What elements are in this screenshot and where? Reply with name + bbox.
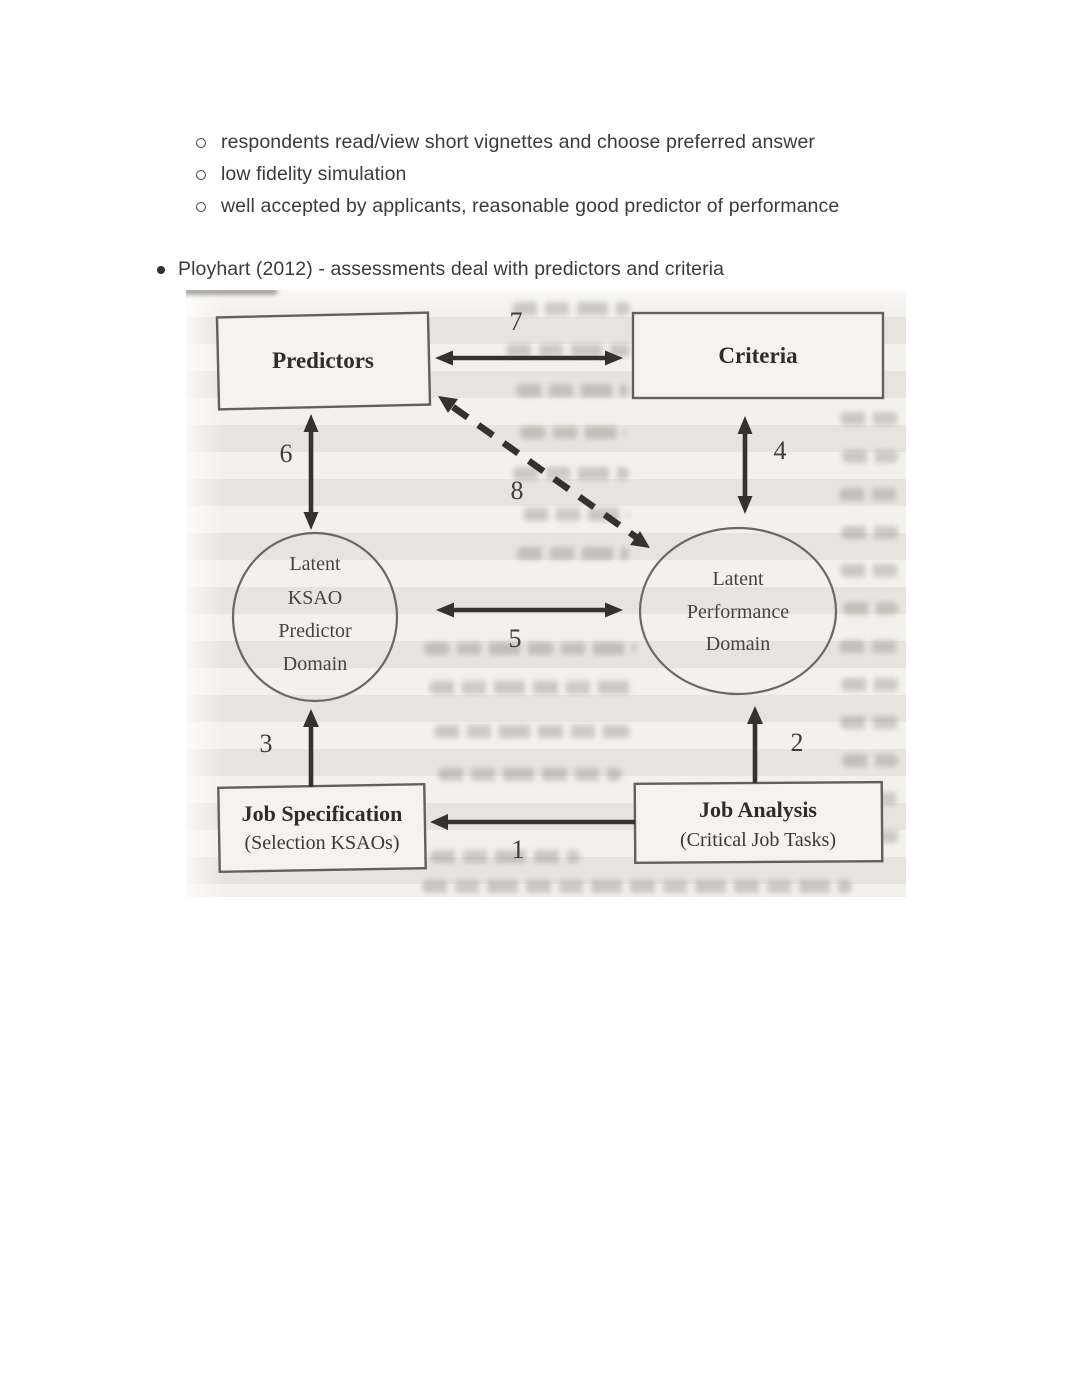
latent-ksao-line1: Latent: [289, 553, 341, 575]
bleedthrough-line: [839, 640, 901, 653]
arrow-label-5: 5: [509, 624, 522, 653]
bleedthrough-line: [520, 426, 626, 439]
bleedthrough-line: [839, 488, 901, 501]
scan-smudge: [186, 290, 278, 295]
arrow-label-3: 3: [260, 729, 273, 758]
bleedthrough-line: [429, 681, 634, 694]
open-circle-bullet-icon: [196, 170, 206, 180]
latent-performance-circle: Latent Performance Domain: [638, 526, 838, 696]
bleedthrough-line: [430, 850, 580, 863]
arrow-3: [303, 709, 319, 787]
arrow-label-6: 6: [280, 439, 293, 468]
bleedthrough-line: [840, 412, 900, 425]
arrow-label-1: 1: [512, 835, 525, 864]
list-item-text: respondents read/view short vignettes an…: [221, 131, 816, 153]
latent-performance-line3: Domain: [706, 633, 770, 655]
latent-ksao-line2: KSAO: [288, 587, 342, 609]
dashed-arrow-8: [438, 396, 650, 548]
predictors-box: Predictors: [215, 311, 432, 411]
list-item-text: well accepted by applicants, reasonable …: [221, 195, 840, 217]
bleedthrough-line: [434, 725, 630, 738]
bleedthrough-line: [842, 450, 898, 463]
arrow-label-8: 8: [511, 476, 524, 505]
bleedthrough-line: [841, 526, 899, 539]
diagram-svg: Predictors Criteria Job Specification (S…: [215, 307, 885, 874]
arrow-label-4: 4: [774, 436, 787, 465]
bleedthrough-line: [840, 564, 900, 577]
bleedthrough-line: [523, 508, 629, 521]
latent-ksao-circle: Latent KSAO Predictor Domain: [231, 531, 399, 703]
job-analysis-box: Job Analysis (Critical Job Tasks): [633, 780, 884, 865]
latent-performance-line2: Performance: [687, 601, 789, 623]
arrow-6: [303, 414, 319, 530]
job-specification-box: Job Specification (Selection KSAOs): [217, 782, 427, 874]
arrow-7: [435, 350, 623, 366]
job-specification-sublabel: (Selection KSAOs): [245, 832, 400, 854]
bleedthrough-line: [841, 678, 899, 691]
list-item: low fidelity simulation: [196, 163, 406, 186]
job-analysis-sublabel: (Critical Job Tasks): [680, 829, 836, 851]
filled-bullet-icon: [157, 266, 165, 274]
list-item-text: Ployhart (2012) - assessments deal with …: [178, 258, 725, 280]
arrow-label-2: 2: [791, 728, 804, 757]
open-circle-bullet-icon: [196, 202, 206, 212]
bleedthrough-line: [424, 642, 636, 655]
job-analysis-label: Job Analysis: [699, 797, 817, 822]
arrow-4: [737, 416, 753, 514]
predictors-box-label: Predictors: [272, 348, 374, 373]
criteria-box: Criteria: [631, 311, 885, 400]
arrow-1: [430, 814, 635, 830]
arrow-2: [747, 706, 763, 783]
latent-ksao-line4: Domain: [283, 653, 347, 675]
list-item: respondents read/view short vignettes an…: [196, 131, 815, 154]
bleedthrough-line: [516, 384, 628, 397]
list-item: Ployhart (2012) - assessments deal with …: [157, 258, 724, 281]
bleedthrough-line: [512, 302, 630, 315]
latent-performance-line1: Latent: [712, 568, 764, 590]
bleedthrough-line: [506, 344, 630, 357]
arrow-label-7: 7: [510, 307, 523, 336]
bleedthrough-line: [843, 602, 898, 615]
bleedthrough-line: [438, 768, 622, 781]
bleedthrough-line: [422, 880, 852, 893]
list-item: well accepted by applicants, reasonable …: [196, 195, 839, 218]
bleedthrough-line: [517, 547, 629, 560]
bleedthrough-line: [842, 754, 898, 767]
criteria-box-label: Criteria: [718, 343, 798, 368]
list-item-text: low fidelity simulation: [221, 163, 407, 185]
open-circle-bullet-icon: [196, 138, 206, 148]
job-specification-label: Job Specification: [242, 801, 403, 826]
figure-image[interactable]: Predictors Criteria Job Specification (S…: [186, 290, 906, 897]
bleedthrough-line: [840, 716, 900, 729]
latent-ksao-line3: Predictor: [278, 620, 352, 642]
arrow-5: [436, 602, 623, 618]
